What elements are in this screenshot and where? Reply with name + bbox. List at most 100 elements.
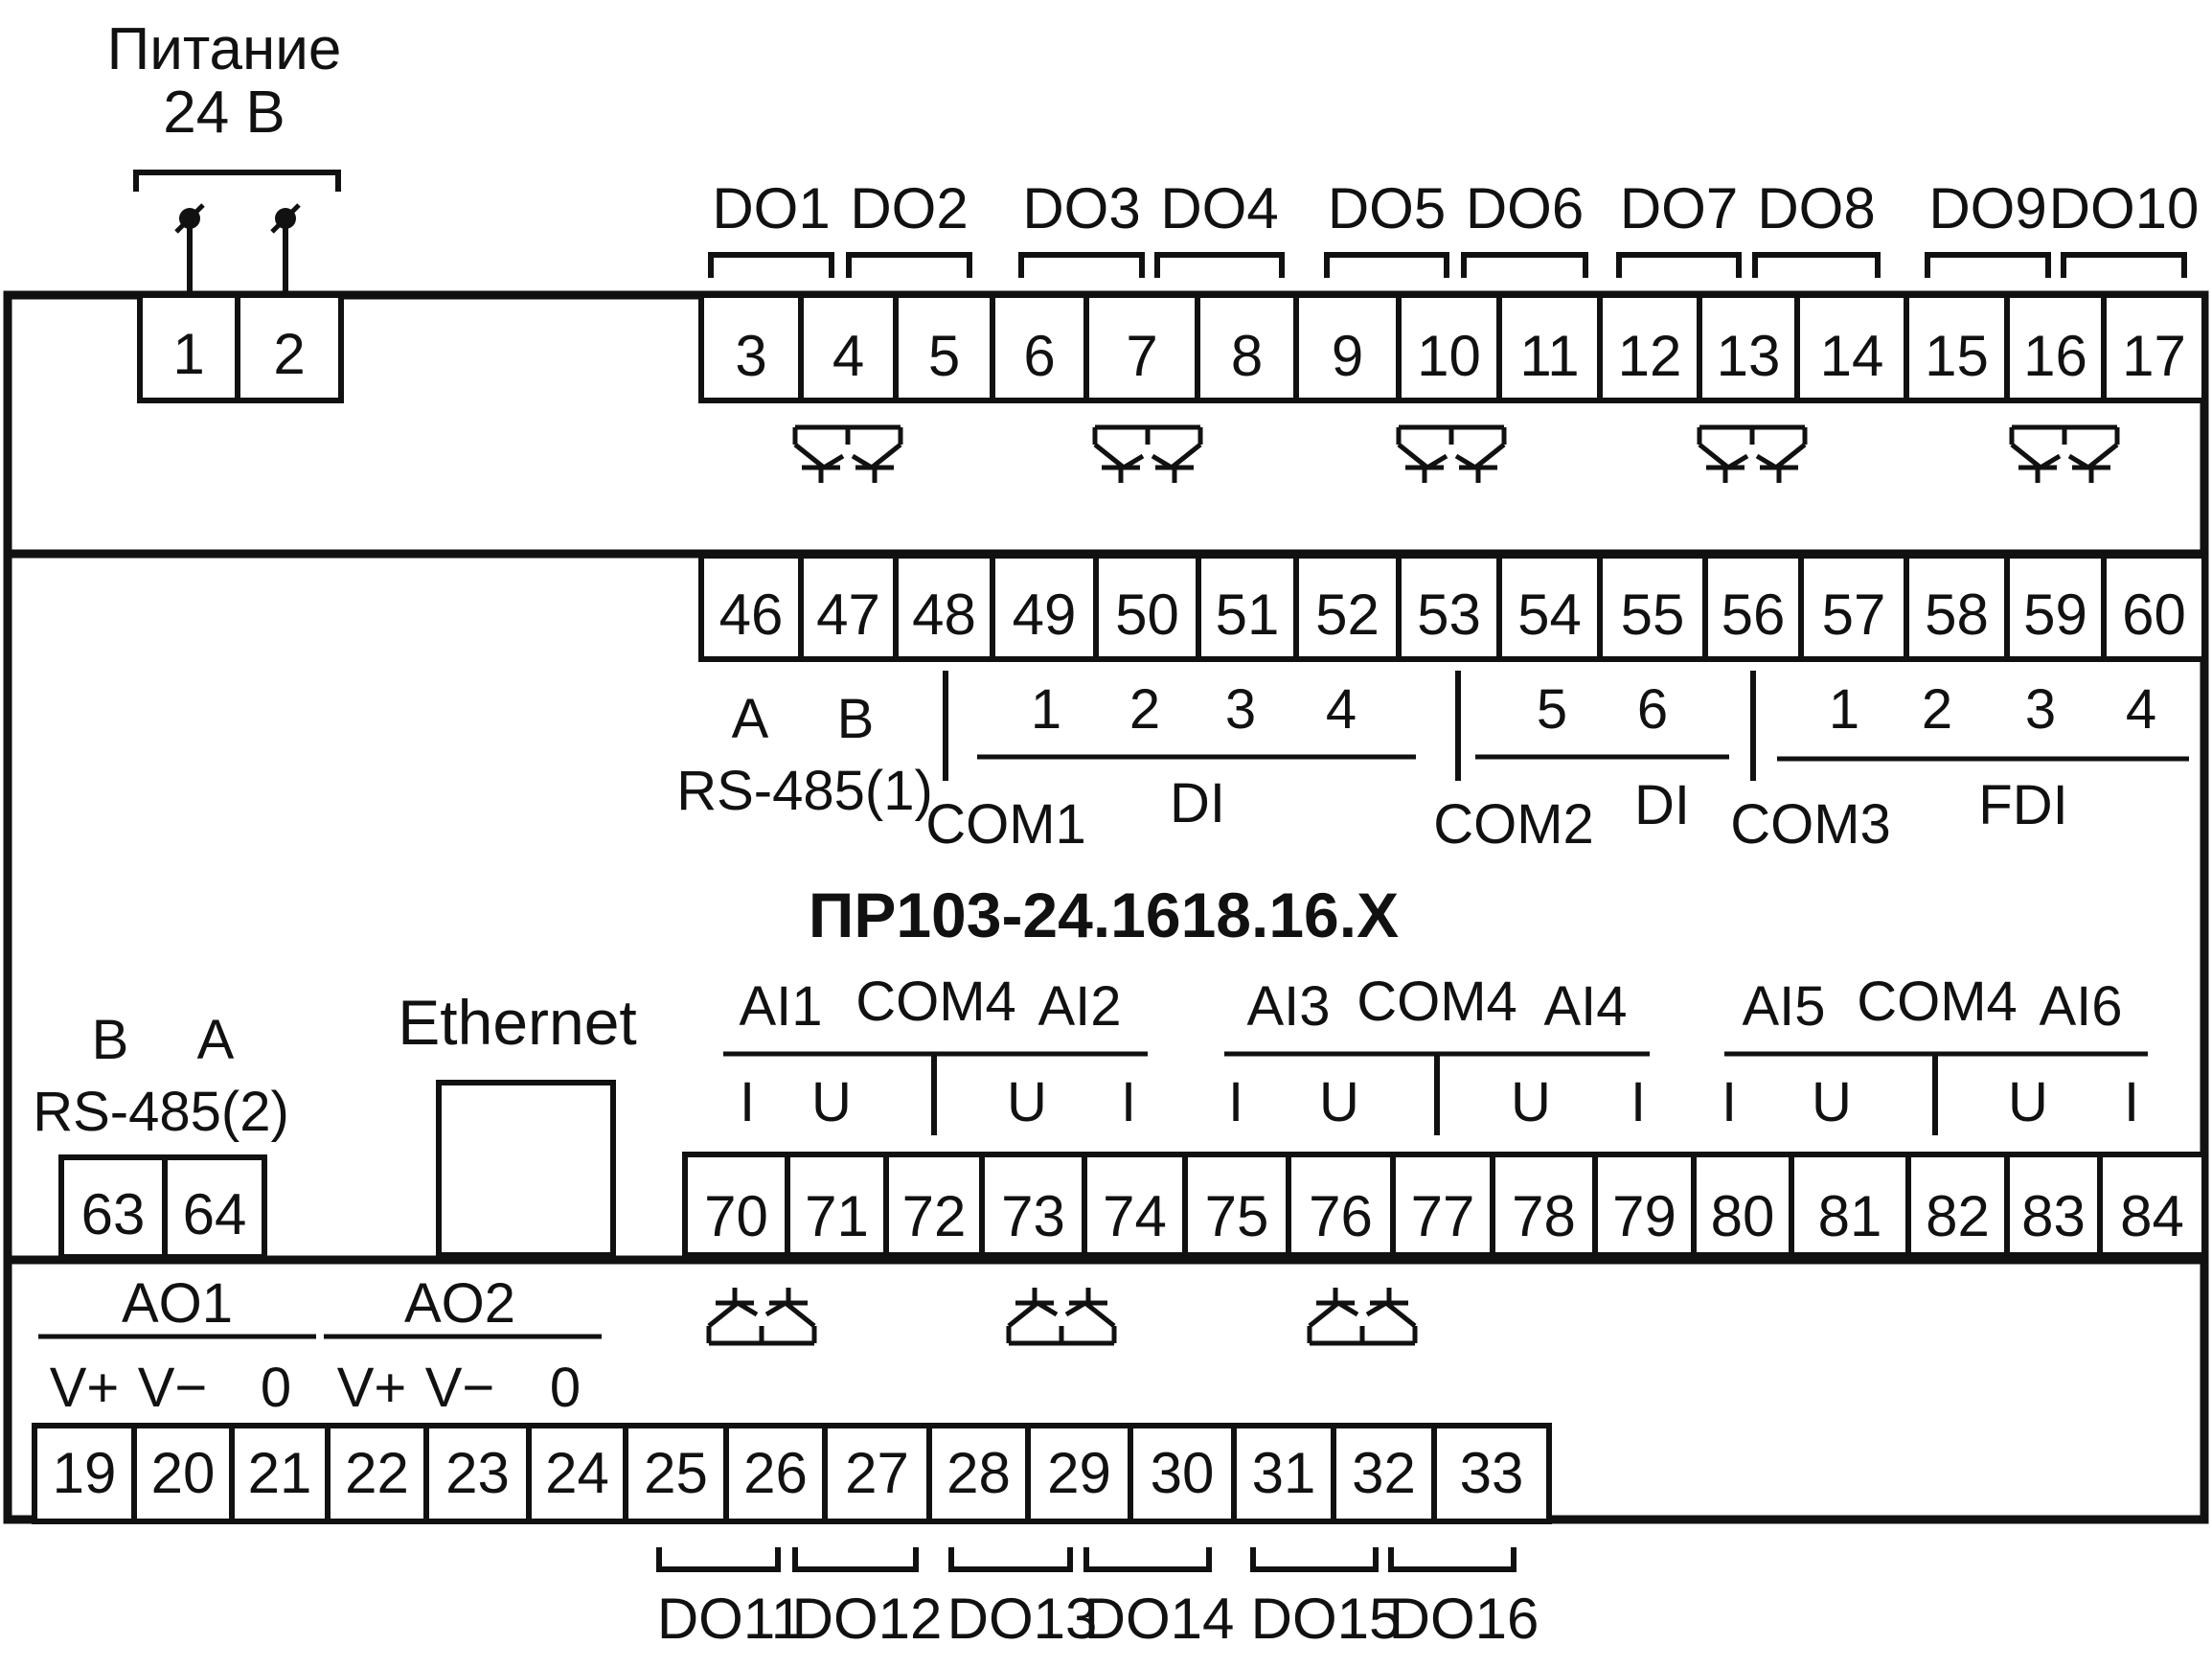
com4-label: COM4 (1857, 971, 2018, 1033)
screw-slot (174, 203, 205, 234)
bottom-terminal: 30 (1151, 1441, 1215, 1505)
analog-input-label: AI1 (739, 975, 822, 1038)
analog-in-terminal: 70 (704, 1184, 768, 1248)
transistor-pair-icon (1697, 424, 1808, 483)
top-terminal: 7 (1126, 324, 1157, 388)
rs485-1-a-label: A (732, 688, 769, 750)
middle-terminal: 54 (1517, 583, 1582, 647)
output-bracket (1388, 1547, 1516, 1572)
ai-sub-label: I (2124, 1071, 2139, 1133)
transistor-pair-icon (2009, 424, 2120, 483)
analog-in-terminal: 76 (1309, 1184, 1373, 1248)
com4-label: COM4 (855, 971, 1016, 1033)
middle-terminal: 47 (816, 583, 880, 647)
top-terminal: 4 (832, 324, 864, 388)
rs485-1-b-label: B (837, 688, 875, 750)
com3-label: COM3 (1730, 793, 1891, 856)
com2-label: COM2 (1433, 793, 1594, 856)
fdi-label: FDI (1978, 774, 2067, 836)
analog-input-label: AI3 (1246, 975, 1330, 1038)
ao-sub-label: V+ (337, 1357, 407, 1419)
middle-terminal: 53 (1417, 583, 1481, 647)
digital-output-label: DO5 (1328, 176, 1446, 240)
middle-terminal: 50 (1115, 583, 1179, 647)
middle-block (698, 553, 2207, 662)
analog-in-terminal: 78 (1512, 1184, 1576, 1248)
output-bracket (1250, 1547, 1379, 1572)
analog-out-terminal: 22 (345, 1441, 409, 1505)
power-terminal: 2 (273, 322, 305, 386)
output-bracket (846, 252, 972, 278)
di-label: DI (1170, 772, 1225, 834)
analog-out-terminal: 20 (151, 1441, 216, 1505)
top-terminal: 10 (1417, 324, 1481, 388)
middle-terminal: 46 (719, 583, 784, 647)
top-terminal: 8 (1231, 324, 1263, 388)
top-block (698, 292, 2207, 403)
top-terminal: 13 (1717, 324, 1781, 388)
di-number: 4 (1326, 678, 1357, 741)
middle-terminal: 58 (1925, 583, 1989, 647)
transistor-pair-icon (706, 1288, 817, 1346)
digital-output-label: DO16 (1389, 1587, 1539, 1651)
analog-in-terminal: 82 (1926, 1184, 1990, 1248)
analog-in-terminal: 74 (1103, 1184, 1167, 1248)
digital-output-label: DO14 (1084, 1587, 1235, 1651)
transistor-pair-icon (1307, 1288, 1418, 1346)
ai-sub-label: U (811, 1071, 852, 1133)
analog-out-terminal: 23 (445, 1441, 510, 1505)
top-terminal: 15 (1925, 324, 1989, 388)
middle-terminal: 52 (1315, 583, 1380, 647)
digital-output-label: DO15 (1251, 1587, 1402, 1651)
middle-terminal: 49 (1013, 583, 1077, 647)
middle-terminal: 59 (2023, 583, 2087, 647)
output-bracket (1925, 252, 2051, 278)
output-bracket (1752, 252, 1881, 278)
analog-in-terminal: 72 (902, 1184, 967, 1248)
top-terminal: 5 (928, 324, 960, 388)
ai-sub-label: U (1319, 1071, 1359, 1133)
screw-slot (270, 203, 301, 234)
output-bracket (1018, 252, 1145, 278)
digital-output-label: DO13 (947, 1587, 1098, 1651)
rs485-2-b-label: B (92, 1009, 129, 1071)
middle-terminal: 57 (1822, 583, 1886, 647)
ai-sub-label: U (1812, 1071, 1852, 1133)
transistor-pair-icon (1006, 1288, 1117, 1346)
top-terminal: 17 (2122, 324, 2186, 388)
rs485-1-label: RS-485(1) (676, 760, 933, 822)
output-bracket (2061, 252, 2187, 278)
analog-in-terminal: 71 (805, 1184, 869, 1248)
analog-in-terminal: 83 (2021, 1184, 2086, 1248)
di-number: 6 (1637, 678, 1668, 741)
digital-output-label: DO7 (1620, 176, 1738, 240)
com1-label: COM1 (925, 793, 1086, 856)
digital-output-label: DO4 (1160, 176, 1278, 240)
power-title: Питание (107, 16, 342, 82)
top-terminal: 3 (735, 324, 766, 388)
analog-out-terminal: 24 (545, 1441, 609, 1505)
digital-output-label: DO11 (657, 1587, 803, 1651)
ao-sub-label: 0 (550, 1357, 581, 1419)
middle-terminal: 60 (2122, 583, 2186, 647)
digital-output-label: DO10 (2049, 176, 2200, 240)
rs485-2-label: RS-485(2) (33, 1081, 289, 1143)
ai-sub-label: I (1228, 1071, 1243, 1133)
digital-output-label: DO2 (850, 176, 968, 240)
ao-sub-label: 0 (261, 1357, 291, 1419)
output-bracket (1616, 252, 1742, 278)
fdi-number: 2 (1922, 678, 1952, 741)
power-terminal: 1 (172, 322, 204, 386)
bottom-terminal: 27 (845, 1441, 909, 1505)
ao-sub-label: V+ (50, 1357, 120, 1419)
bottom-terminal: 31 (1252, 1441, 1316, 1505)
ethernet-port-icon (436, 1080, 616, 1258)
rs485-2-terminal: 63 (81, 1182, 146, 1246)
power-bracket (133, 170, 341, 192)
di-number: 2 (1129, 678, 1160, 741)
bottom-terminal: 33 (1460, 1441, 1524, 1505)
ai-sub-label: I (740, 1071, 755, 1133)
analog-in-block (682, 1152, 2207, 1258)
bottom-terminal: 29 (1047, 1441, 1111, 1505)
